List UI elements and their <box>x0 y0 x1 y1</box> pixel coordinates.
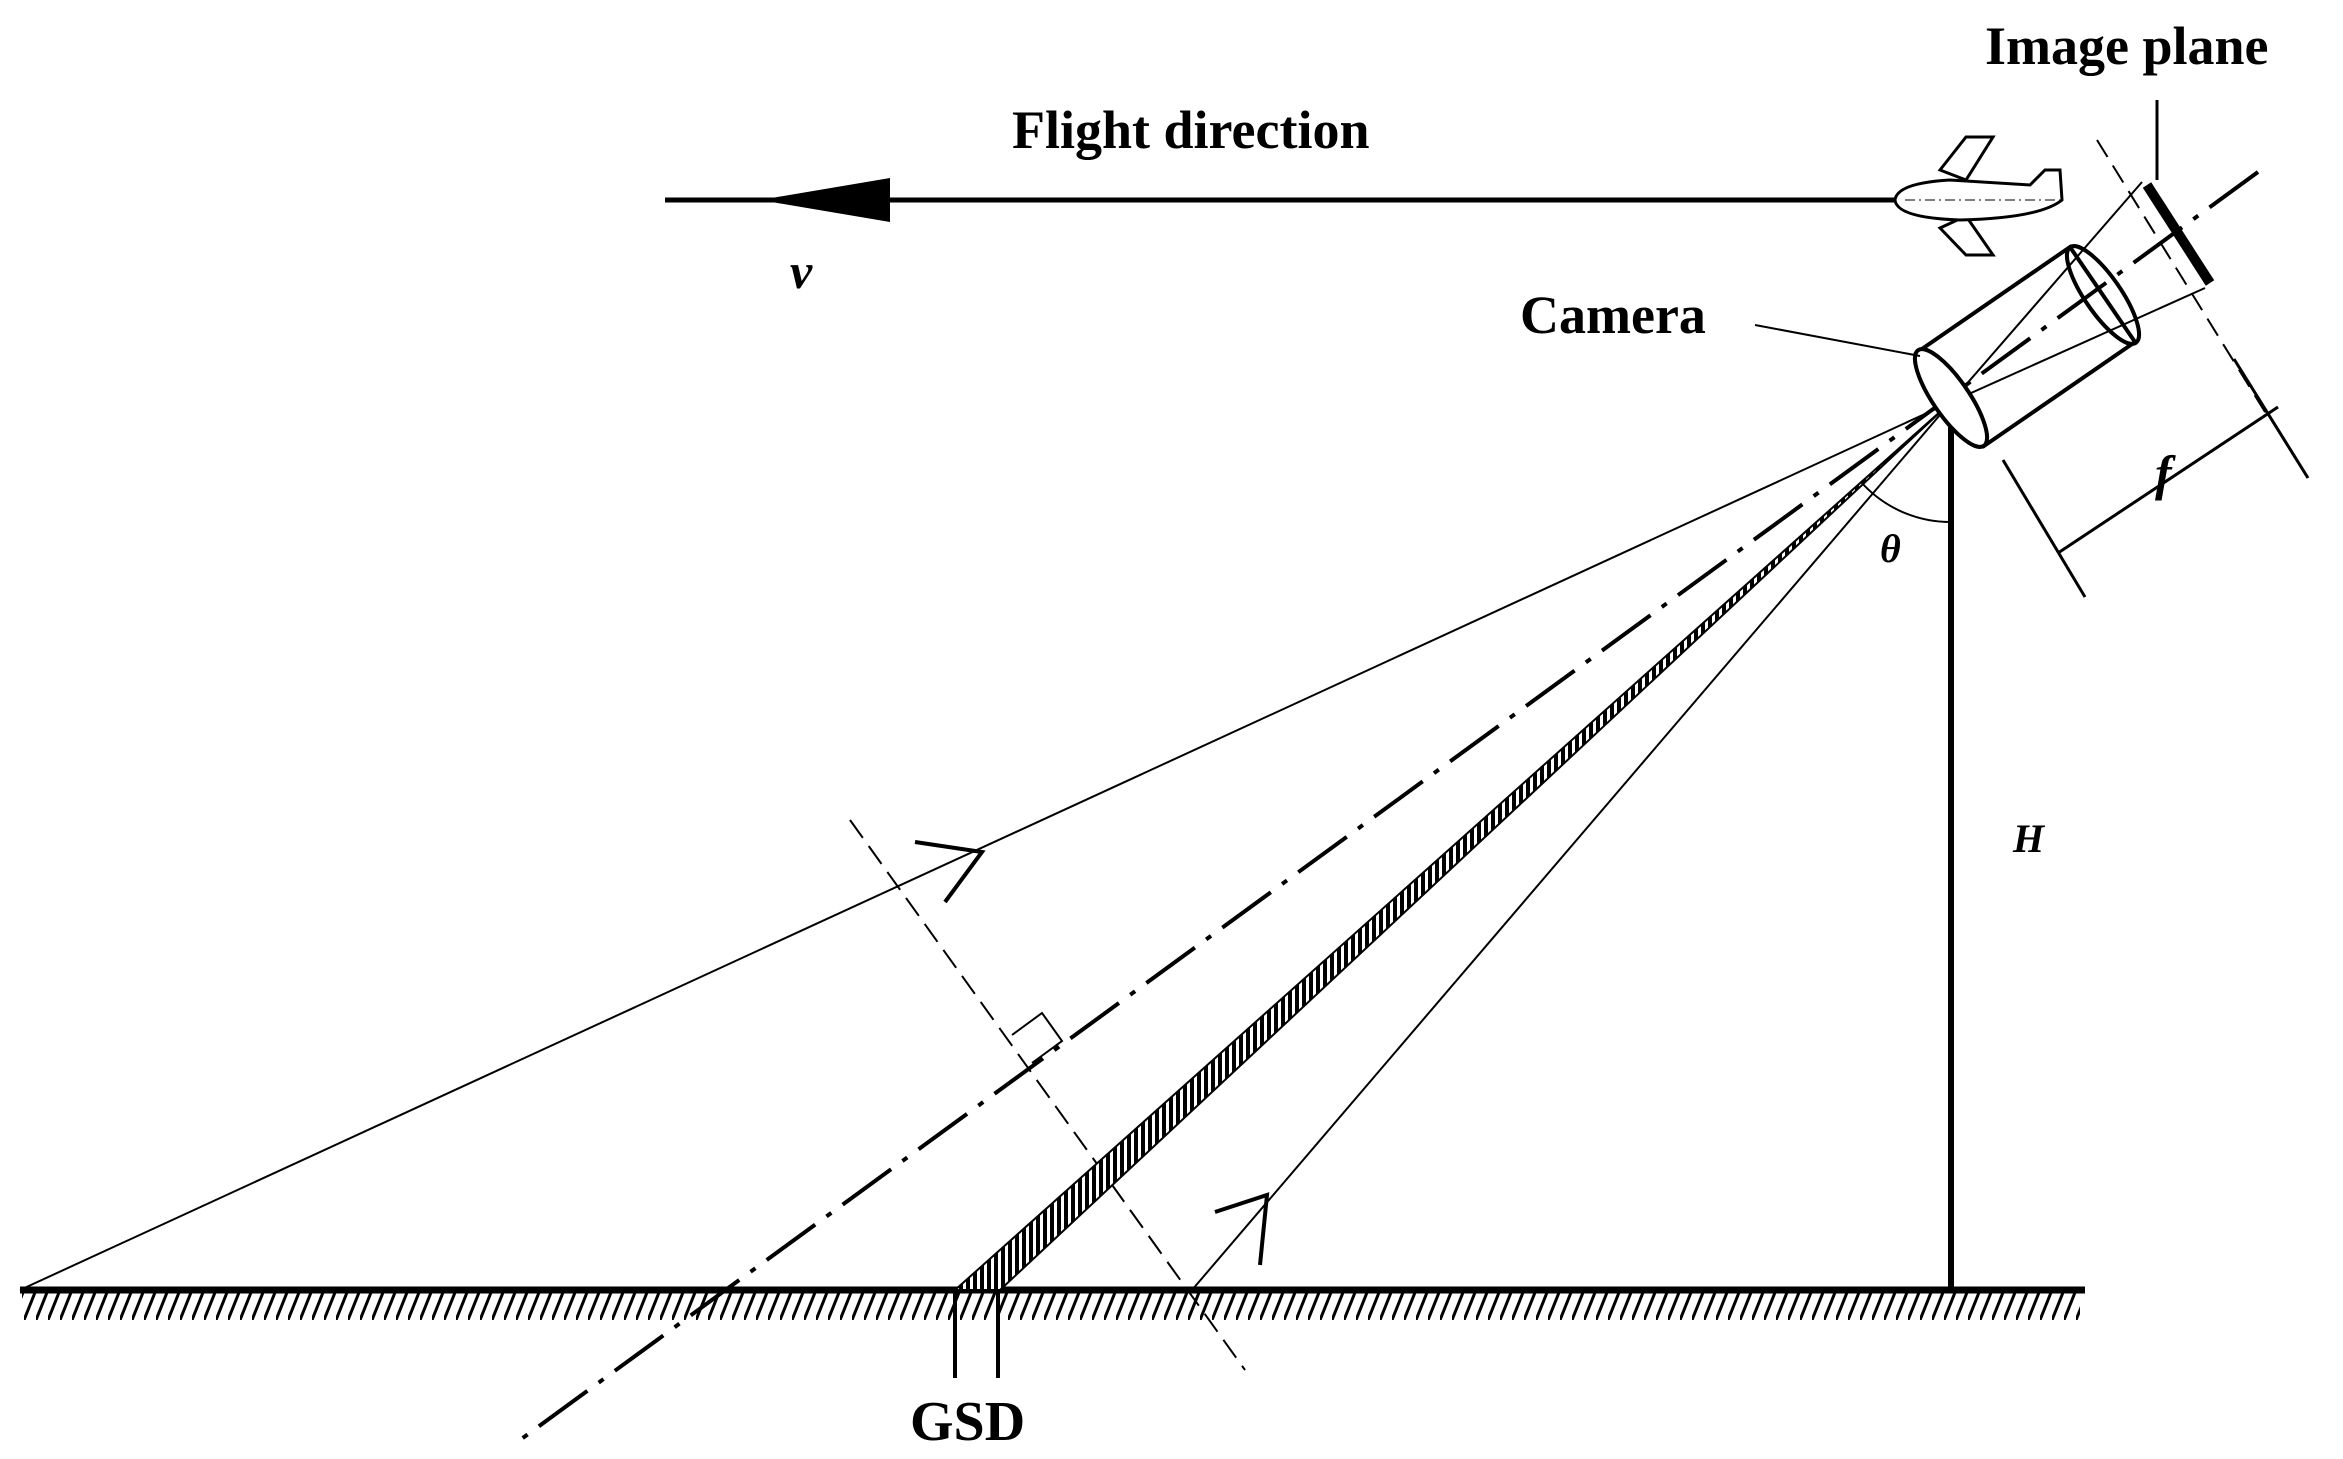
camera-icon <box>1912 244 2142 449</box>
gsd-markers <box>953 1290 1000 1378</box>
gsd-label: GSD <box>910 1391 1025 1453</box>
height-label: H <box>2012 816 2046 861</box>
ground <box>20 1286 2085 1320</box>
flight-direction-arrow <box>665 178 1900 222</box>
image-plane-label: Image plane <box>1985 16 2269 76</box>
field-of-view-rays <box>19 181 2206 1291</box>
aircraft-icon <box>1893 135 2064 257</box>
optical-axis <box>518 170 2260 1442</box>
velocity-label: v <box>790 243 813 299</box>
flight-direction-label: Flight direction <box>1012 100 1370 160</box>
camera-leader-line <box>1754 324 1921 357</box>
right-angle-mark <box>1011 1011 1064 1064</box>
camera-label: Camera <box>1520 285 1706 345</box>
tilt-angle-arc <box>1860 481 1952 524</box>
ray-arrows <box>914 840 1270 1266</box>
image-plane <box>2096 100 2271 421</box>
tilt-angle-label: θ <box>1880 526 1901 571</box>
perpendicular-dashed-line <box>849 819 1246 1371</box>
focal-length-label: f <box>2155 445 2176 501</box>
focal-length-dimension <box>2001 358 2310 598</box>
pixel-footprint <box>952 401 1952 1291</box>
